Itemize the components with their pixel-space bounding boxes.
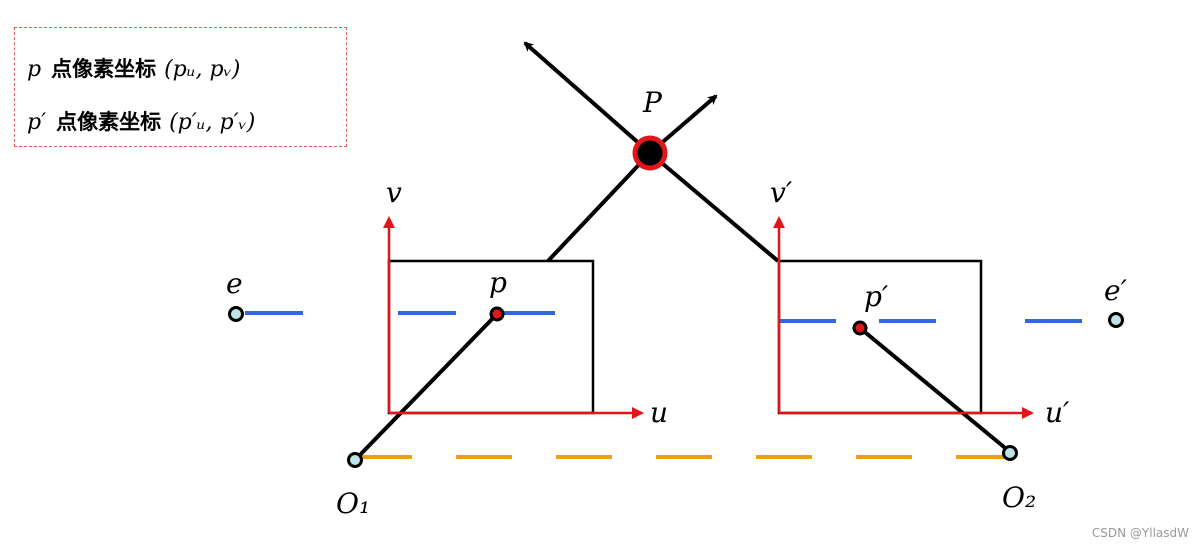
legend-coords-p-prime: (p′ᵤ, p′ᵥ) bbox=[169, 110, 256, 135]
legend-symbol-p: p bbox=[27, 57, 42, 82]
ray-P-to-right-plane bbox=[648, 151, 780, 263]
watermark: CSDN @YllasdW bbox=[1091, 526, 1189, 540]
label-u-prime: u′ bbox=[1045, 396, 1070, 429]
label-e: e bbox=[226, 267, 243, 300]
legend-text-p: 点像素坐标 bbox=[51, 57, 157, 81]
ray-P-upper-left-arrow bbox=[523, 41, 652, 155]
legend-text-p-prime: 点像素坐标 bbox=[56, 110, 162, 134]
legend-row-p: p 点像素坐标 (pᵤ, pᵥ) bbox=[27, 53, 240, 83]
legend-symbol-p-prime: p′ bbox=[27, 110, 47, 135]
ray-p-to-P bbox=[546, 151, 652, 263]
label-p-prime: p′ bbox=[864, 280, 889, 313]
image-point-p-prime bbox=[852, 320, 868, 336]
label-u: u bbox=[650, 396, 668, 429]
legend-coords-p: (pᵤ, pᵥ) bbox=[164, 57, 241, 82]
label-O1: O₁ bbox=[336, 487, 370, 520]
ray-O1-to-p bbox=[354, 312, 499, 461]
label-O2: O₂ bbox=[1002, 481, 1036, 514]
world-point-P bbox=[632, 135, 668, 171]
label-p: p bbox=[489, 266, 507, 299]
label-v: v bbox=[386, 176, 402, 209]
epipole-e bbox=[228, 306, 244, 322]
legend-row-p-prime: p′ 点像素坐标 (p′ᵤ, p′ᵥ) bbox=[27, 106, 255, 136]
camera-center-O2 bbox=[1002, 445, 1018, 461]
label-e-prime: e′ bbox=[1104, 274, 1128, 307]
label-P: P bbox=[642, 86, 663, 119]
label-v-prime: v′ bbox=[770, 176, 793, 209]
ray-p-prime-to-O2 bbox=[858, 326, 1012, 454]
epipole-e-prime bbox=[1108, 312, 1124, 328]
camera-center-O1 bbox=[347, 452, 363, 468]
legend-box: p 点像素坐标 (pᵤ, pᵥ) p′ 点像素坐标 (p′ᵤ, p′ᵥ) bbox=[14, 27, 347, 147]
image-point-p bbox=[489, 306, 505, 322]
